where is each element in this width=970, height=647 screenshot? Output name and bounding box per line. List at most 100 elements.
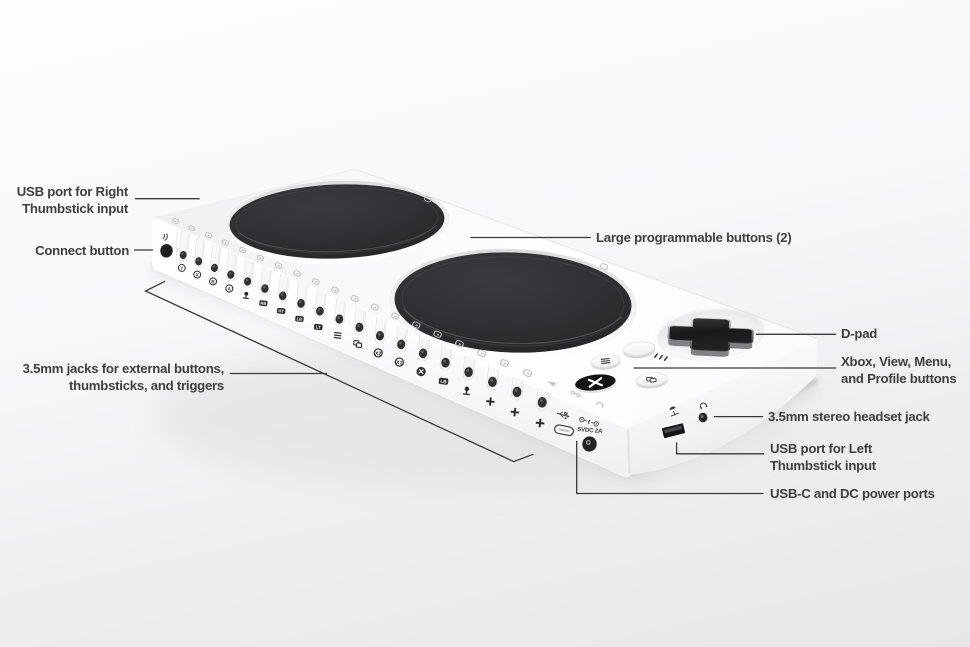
view-icon <box>646 376 657 383</box>
plus-icon <box>510 407 520 417</box>
x2-icon: X2 <box>373 348 383 358</box>
view-button <box>636 372 668 389</box>
label-connect-button: Connect button <box>35 242 129 258</box>
label-dpad: D-pad <box>841 326 878 341</box>
top-button-y-icon <box>172 218 179 224</box>
x1-icon: X1 <box>394 357 404 367</box>
jack-port <box>416 332 431 377</box>
rb-icon: RB <box>259 300 268 307</box>
jack-port <box>510 374 525 417</box>
top-plus-icon <box>522 369 533 378</box>
svg-text:LB: LB <box>296 317 302 322</box>
top-button-b-icon <box>204 232 212 239</box>
jack-port: X1 <box>394 323 409 367</box>
top-headset-icon <box>596 401 604 408</box>
front-face <box>152 218 630 478</box>
back-edge-marks <box>424 196 609 270</box>
jack-port: RT <box>276 270 291 315</box>
jack-port: X2 <box>373 313 388 358</box>
top-plus-icon <box>499 359 509 367</box>
top-stick-press-icon <box>239 246 247 254</box>
top-x1-icon <box>391 312 400 320</box>
svg-text:RB: RB <box>260 301 267 306</box>
view-icon <box>353 339 363 349</box>
dc-power-icon <box>579 416 599 427</box>
large-button-left <box>224 180 450 265</box>
top-button-a-icon <box>221 239 230 246</box>
top-lb-shift-icon <box>433 330 442 338</box>
label-usb-left-thumbstick: USB port for Left Thumbstick input <box>770 441 876 474</box>
headset-icon <box>699 402 708 409</box>
menu-button <box>590 354 621 370</box>
top-plus-icon <box>477 349 487 358</box>
jack-port: LB <box>438 342 454 385</box>
large-button-left-surface <box>229 184 445 259</box>
usb-a-port <box>660 421 687 440</box>
top-edge-icon-row <box>172 218 604 408</box>
jack-port <box>242 255 256 300</box>
jack-port: RB <box>259 263 273 307</box>
svg-text:Y: Y <box>180 266 184 271</box>
svg-text:B: B <box>211 279 216 285</box>
button-b-icon: B <box>209 277 218 286</box>
button-y-icon: Y <box>177 264 186 272</box>
svg-text:X1: X1 <box>396 359 404 366</box>
label-headset-jack: 3.5mm stereo headset jack <box>768 409 930 425</box>
right-face <box>628 339 818 475</box>
top-power-icon <box>570 390 581 397</box>
svg-text:LT: LT <box>316 325 322 330</box>
plus-icon <box>535 418 545 428</box>
jack-port: X <box>193 233 207 279</box>
callout-line-usb-left <box>675 442 764 455</box>
label-xbox-view-menu-profile: Xbox, View, Menu, and Profile buttons <box>841 353 957 386</box>
stick-up-icon <box>462 386 470 396</box>
top-stick-up-icon <box>455 339 464 348</box>
top-lt-icon <box>311 278 320 285</box>
jack-port: LB <box>295 278 309 322</box>
button-x-icon: X <box>193 270 202 279</box>
dc-power-port <box>582 436 597 452</box>
wireless-pair-icon <box>162 233 168 241</box>
top-button-x-icon <box>188 225 196 231</box>
dpad <box>657 309 765 361</box>
large-button-right-surface <box>394 252 632 353</box>
thumbstick-icon <box>669 406 679 417</box>
jack-port <box>535 385 550 428</box>
xbox-button <box>574 374 617 394</box>
menu-icon <box>600 357 611 365</box>
jack-port: Y <box>177 226 191 272</box>
svg-text:RT: RT <box>278 309 285 314</box>
top-rt-icon <box>274 262 283 269</box>
top-menu-icon <box>331 286 340 294</box>
jack-port <box>486 363 501 406</box>
lb-icon: LB <box>295 315 304 322</box>
jack-port: B <box>209 240 222 286</box>
profile-button <box>623 341 656 359</box>
jack-port <box>333 295 347 339</box>
top-usb-icon <box>547 381 556 387</box>
plus-icon <box>486 397 495 406</box>
svg-text:A: A <box>227 286 232 292</box>
xbox-icon <box>416 366 426 377</box>
jack-port <box>353 304 367 349</box>
label-jacks-35mm: 3.5mm jacks for external buttons, thumbs… <box>22 360 225 393</box>
connect-button <box>160 233 173 258</box>
svg-text:X2: X2 <box>375 350 383 357</box>
jack-port <box>462 352 477 396</box>
top-lb-icon <box>293 270 301 277</box>
callout-bracket-jacks <box>143 280 534 463</box>
top-x2-icon <box>370 303 379 311</box>
svg-text:X: X <box>195 272 200 277</box>
usb-icon <box>556 411 570 420</box>
svg-text:LB: LB <box>440 379 447 385</box>
profile-indicator-ticks <box>654 353 668 361</box>
top-rb-icon <box>256 254 265 261</box>
lb-shift-icon: LB <box>438 377 449 385</box>
rt-icon: RT <box>276 307 286 315</box>
jack-port: LT <box>313 287 328 331</box>
label-usbc-dc-power: USB-C and DC power ports <box>770 485 935 501</box>
headset-jack <box>698 412 708 423</box>
